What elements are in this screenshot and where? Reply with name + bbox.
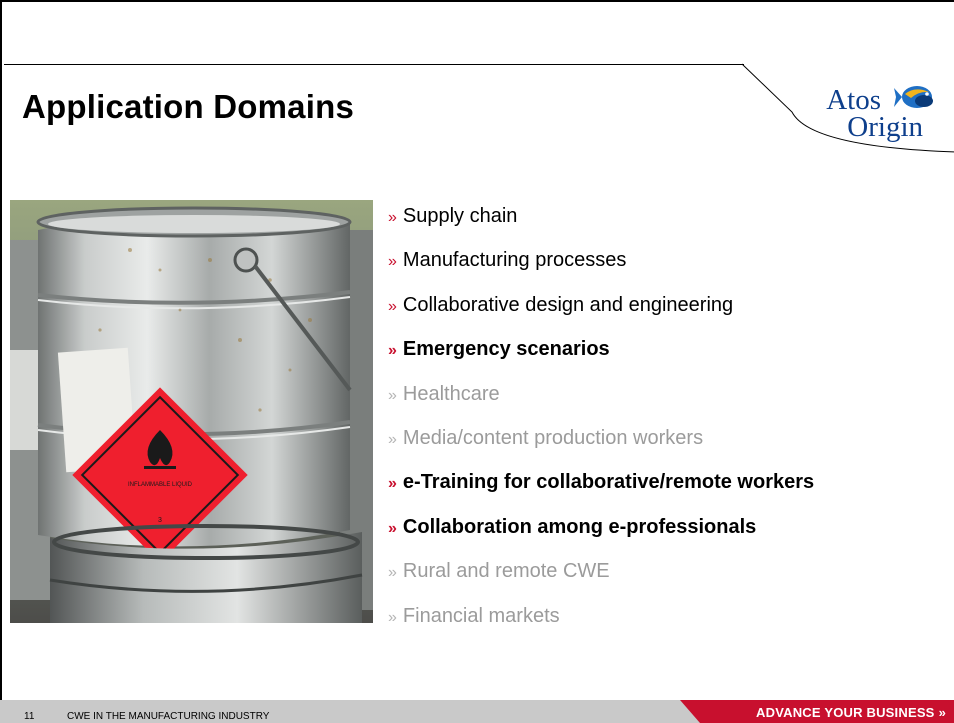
- list-item: » Healthcare: [388, 375, 814, 419]
- list-item: » Collaborative design and engineering: [388, 286, 814, 330]
- list-item: » Rural and remote CWE: [388, 552, 814, 596]
- bullet-marker: »: [388, 342, 397, 360]
- list-item-text: Collaboration among e-professionals: [402, 515, 757, 538]
- double-chevron-right-icon: »: [938, 705, 946, 720]
- header-curve: [741, 63, 954, 153]
- fish-logo-icon: [894, 86, 933, 108]
- list-item-text: Media/content production workers: [402, 426, 704, 449]
- list-item-text: e-Training for collaborative/remote work…: [402, 471, 815, 494]
- advance-business-link[interactable]: ADVANCE YOUR BUSINESS»: [756, 705, 946, 720]
- footer-caption: CWE IN THE MANUFACTURING INDUSTRY: [67, 711, 270, 722]
- bullet-marker: »: [388, 475, 397, 493]
- list-item-text: Emergency scenarios: [402, 338, 610, 361]
- list-item: » Collaboration among e-professionals: [388, 508, 814, 552]
- list-item: » Financial markets: [388, 597, 814, 641]
- bullet-marker: »: [388, 386, 397, 404]
- header-rule: [4, 64, 744, 65]
- list-item-text: Healthcare: [402, 382, 500, 405]
- bullet-marker: »: [388, 430, 397, 448]
- list-item-text: Supply chain: [402, 205, 518, 227]
- bullet-marker: »: [388, 209, 397, 226]
- hazard-label-text: INFLAMMABLE LIQUID: [128, 482, 193, 488]
- list-item-text: Collaborative design and engineering: [402, 293, 734, 316]
- bullet-marker: »: [388, 608, 397, 626]
- list-item: » Media/content production workers: [388, 419, 814, 463]
- list-item-text: Manufacturing processes: [402, 249, 627, 272]
- bullet-marker: »: [388, 564, 397, 582]
- page-title: Application Domains: [22, 88, 354, 125]
- list-item: » e-Training for collaborative/remote wor…: [388, 463, 814, 507]
- hazard-class-number: 3: [158, 517, 162, 524]
- atos-origin-logo: Atos Origin: [807, 84, 937, 144]
- bullet-marker: »: [388, 297, 397, 315]
- list-item-text: Financial markets: [402, 604, 560, 627]
- bullet-marker: »: [388, 519, 397, 537]
- list-item: » Supply chain: [388, 197, 814, 241]
- bullet-marker: »: [388, 253, 397, 271]
- logo-line2: Origin: [847, 111, 923, 143]
- list-item-text: Rural and remote CWE: [402, 560, 610, 583]
- logo-line1: Atos: [826, 84, 881, 116]
- hazard-drum-photo: INFLAMMABLE LIQUID 3: [10, 200, 373, 623]
- domain-list: » Supply chain » Manufacturing processes »…: [388, 197, 814, 641]
- slide-number: 11: [24, 711, 35, 722]
- list-item: » Emergency scenarios: [388, 330, 814, 374]
- cta-label: ADVANCE YOUR BUSINESS: [756, 705, 935, 720]
- list-item: » Manufacturing processes: [388, 241, 814, 285]
